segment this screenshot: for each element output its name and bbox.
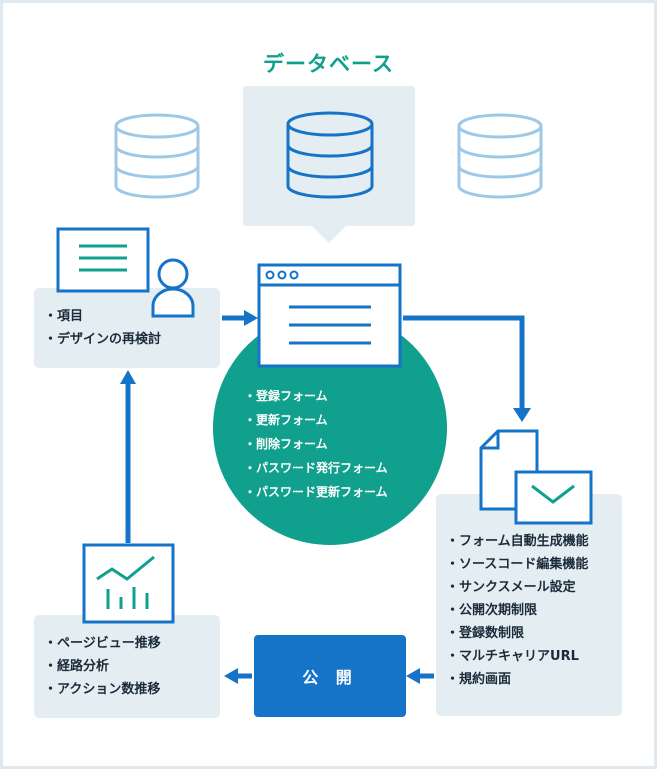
arrow-head-left-analytics (224, 668, 238, 684)
feature-item: 公開次期制限 (446, 599, 589, 622)
review-list: 項目 デザインの再検討 (44, 305, 161, 351)
envelope-icon (514, 470, 593, 525)
review-item: デザインの再検討 (44, 328, 161, 351)
monitor-icon (56, 227, 150, 293)
review-item: 項目 (44, 305, 161, 328)
features-list: フォーム自動生成機能 ソースコード編集機能 サンクスメール設定 公開次期制限 登… (446, 530, 589, 691)
arrow-head-right (244, 310, 258, 326)
feature-item: マルチキャリアURL (446, 645, 589, 668)
feature-item: サンクスメール設定 (446, 576, 589, 599)
chart-icon (82, 543, 175, 624)
publish-box: 公 開 (254, 635, 406, 717)
database-icon-center (286, 111, 374, 199)
arrow-head-down (513, 408, 531, 422)
analytics-item: 経路分析 (44, 655, 161, 678)
form-item: 削除フォーム (244, 432, 388, 456)
analytics-list: ページビュー推移 経路分析 アクション数推移 (44, 632, 161, 701)
analytics-item: ページビュー推移 (44, 632, 161, 655)
user-icon (151, 258, 195, 318)
database-title: データベース (263, 52, 394, 76)
form-item: パスワード発行フォーム (244, 456, 388, 480)
feature-item: 登録数制限 (446, 622, 589, 645)
form-item: 登録フォーム (244, 384, 388, 408)
form-item: 更新フォーム (244, 408, 388, 432)
analytics-item: アクション数推移 (44, 678, 161, 701)
database-icon-left (114, 113, 200, 199)
arrow-head-up (120, 370, 136, 384)
database-icon-right (457, 113, 543, 199)
feature-item: ソースコード編集機能 (446, 553, 589, 576)
browser-window-icon (257, 263, 402, 368)
arrow-head-left-publish (406, 668, 420, 684)
form-item: パスワード更新フォーム (244, 480, 388, 504)
panel-pointer (311, 225, 347, 243)
forms-list: 登録フォーム 更新フォーム 削除フォーム パスワード発行フォーム パスワード更新… (244, 384, 388, 504)
feature-item: 規約画面 (446, 668, 589, 691)
feature-item: フォーム自動生成機能 (446, 530, 589, 553)
